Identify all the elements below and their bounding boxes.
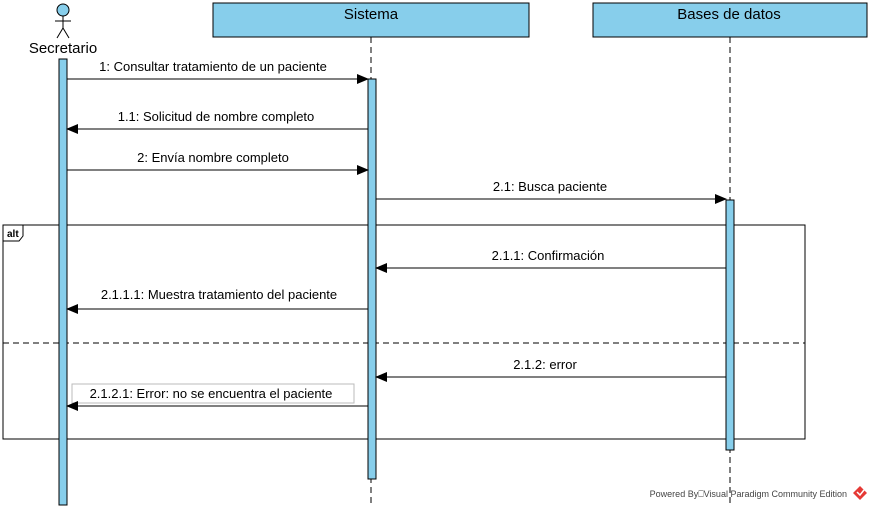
message-label: 2: Envía nombre completo: [137, 150, 289, 165]
message-label: 2.1.1: Confirmación: [492, 248, 605, 263]
message-2-1-1-1[interactable]: 2.1.1.1: Muestra tratamiento del pacient…: [66, 287, 368, 314]
footer: Powered By⎕Visual Paradigm Community Edi…: [650, 486, 867, 500]
actor-secretario[interactable]: Secretario: [29, 3, 97, 57]
message-label: 2.1.2.1: Error: no se encuentra el pacie…: [90, 386, 333, 401]
participant-name-bases-de-datos: Bases de datos: [677, 6, 780, 23]
message-label: 2.1.1.1: Muestra tratamiento del pacient…: [101, 287, 337, 302]
message-2-1-2-1[interactable]: 2.1.2.1: Error: no se encuentra el pacie…: [66, 383, 368, 411]
message-label-box: [71, 383, 355, 404]
actor-name: Secretario: [29, 40, 97, 57]
footer-text: Powered By⎕Visual Paradigm Community Edi…: [650, 489, 847, 499]
message-label: 1: Consultar tratamiento de un paciente: [99, 59, 327, 74]
visual-paradigm-logo-icon: [853, 486, 867, 500]
activation-bases-de-datos[interactable]: [725, 199, 735, 451]
activation-secretario[interactable]: [58, 58, 68, 506]
message-2-1-2[interactable]: 2.1.2: error: [375, 357, 726, 382]
message-label: 2.1.2: error: [513, 357, 577, 372]
message-2-1[interactable]: 2.1: Busca paciente: [376, 179, 727, 204]
message-1[interactable]: 1: Consultar tratamiento de un paciente: [67, 59, 369, 84]
message-label: 2.1: Busca paciente: [493, 179, 607, 194]
message-1-1[interactable]: 1.1: Solicitud de nombre completo: [66, 109, 368, 134]
participant-bases-de-datos[interactable]: Bases de datos: [592, 2, 868, 38]
participant-name-sistema: Sistema: [344, 6, 399, 23]
activation-sistema[interactable]: [367, 78, 377, 480]
participant-sistema[interactable]: Sistema: [212, 2, 530, 38]
message-label: 1.1: Solicitud de nombre completo: [118, 109, 315, 124]
fragment-operator: alt: [7, 229, 19, 240]
message-2[interactable]: 2: Envía nombre completo: [67, 150, 369, 175]
alt-fragment: alt: [2, 224, 806, 440]
message-2-1-1[interactable]: 2.1.1: Confirmación: [375, 248, 726, 273]
stick-figure-icon: [55, 3, 71, 39]
